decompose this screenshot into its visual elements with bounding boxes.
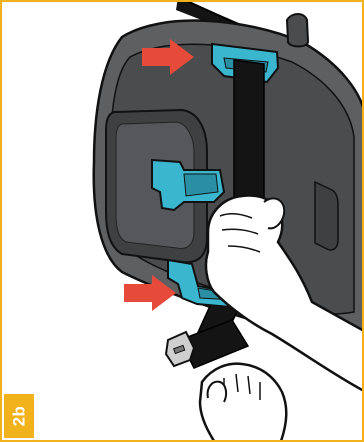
release-button	[287, 14, 308, 47]
step-number: 2b	[9, 406, 29, 427]
lap-belt-guide-shadow	[184, 174, 218, 196]
side-handle-slot	[315, 182, 338, 250]
lower-hand	[200, 364, 286, 442]
step-badge: 2b	[4, 394, 34, 438]
